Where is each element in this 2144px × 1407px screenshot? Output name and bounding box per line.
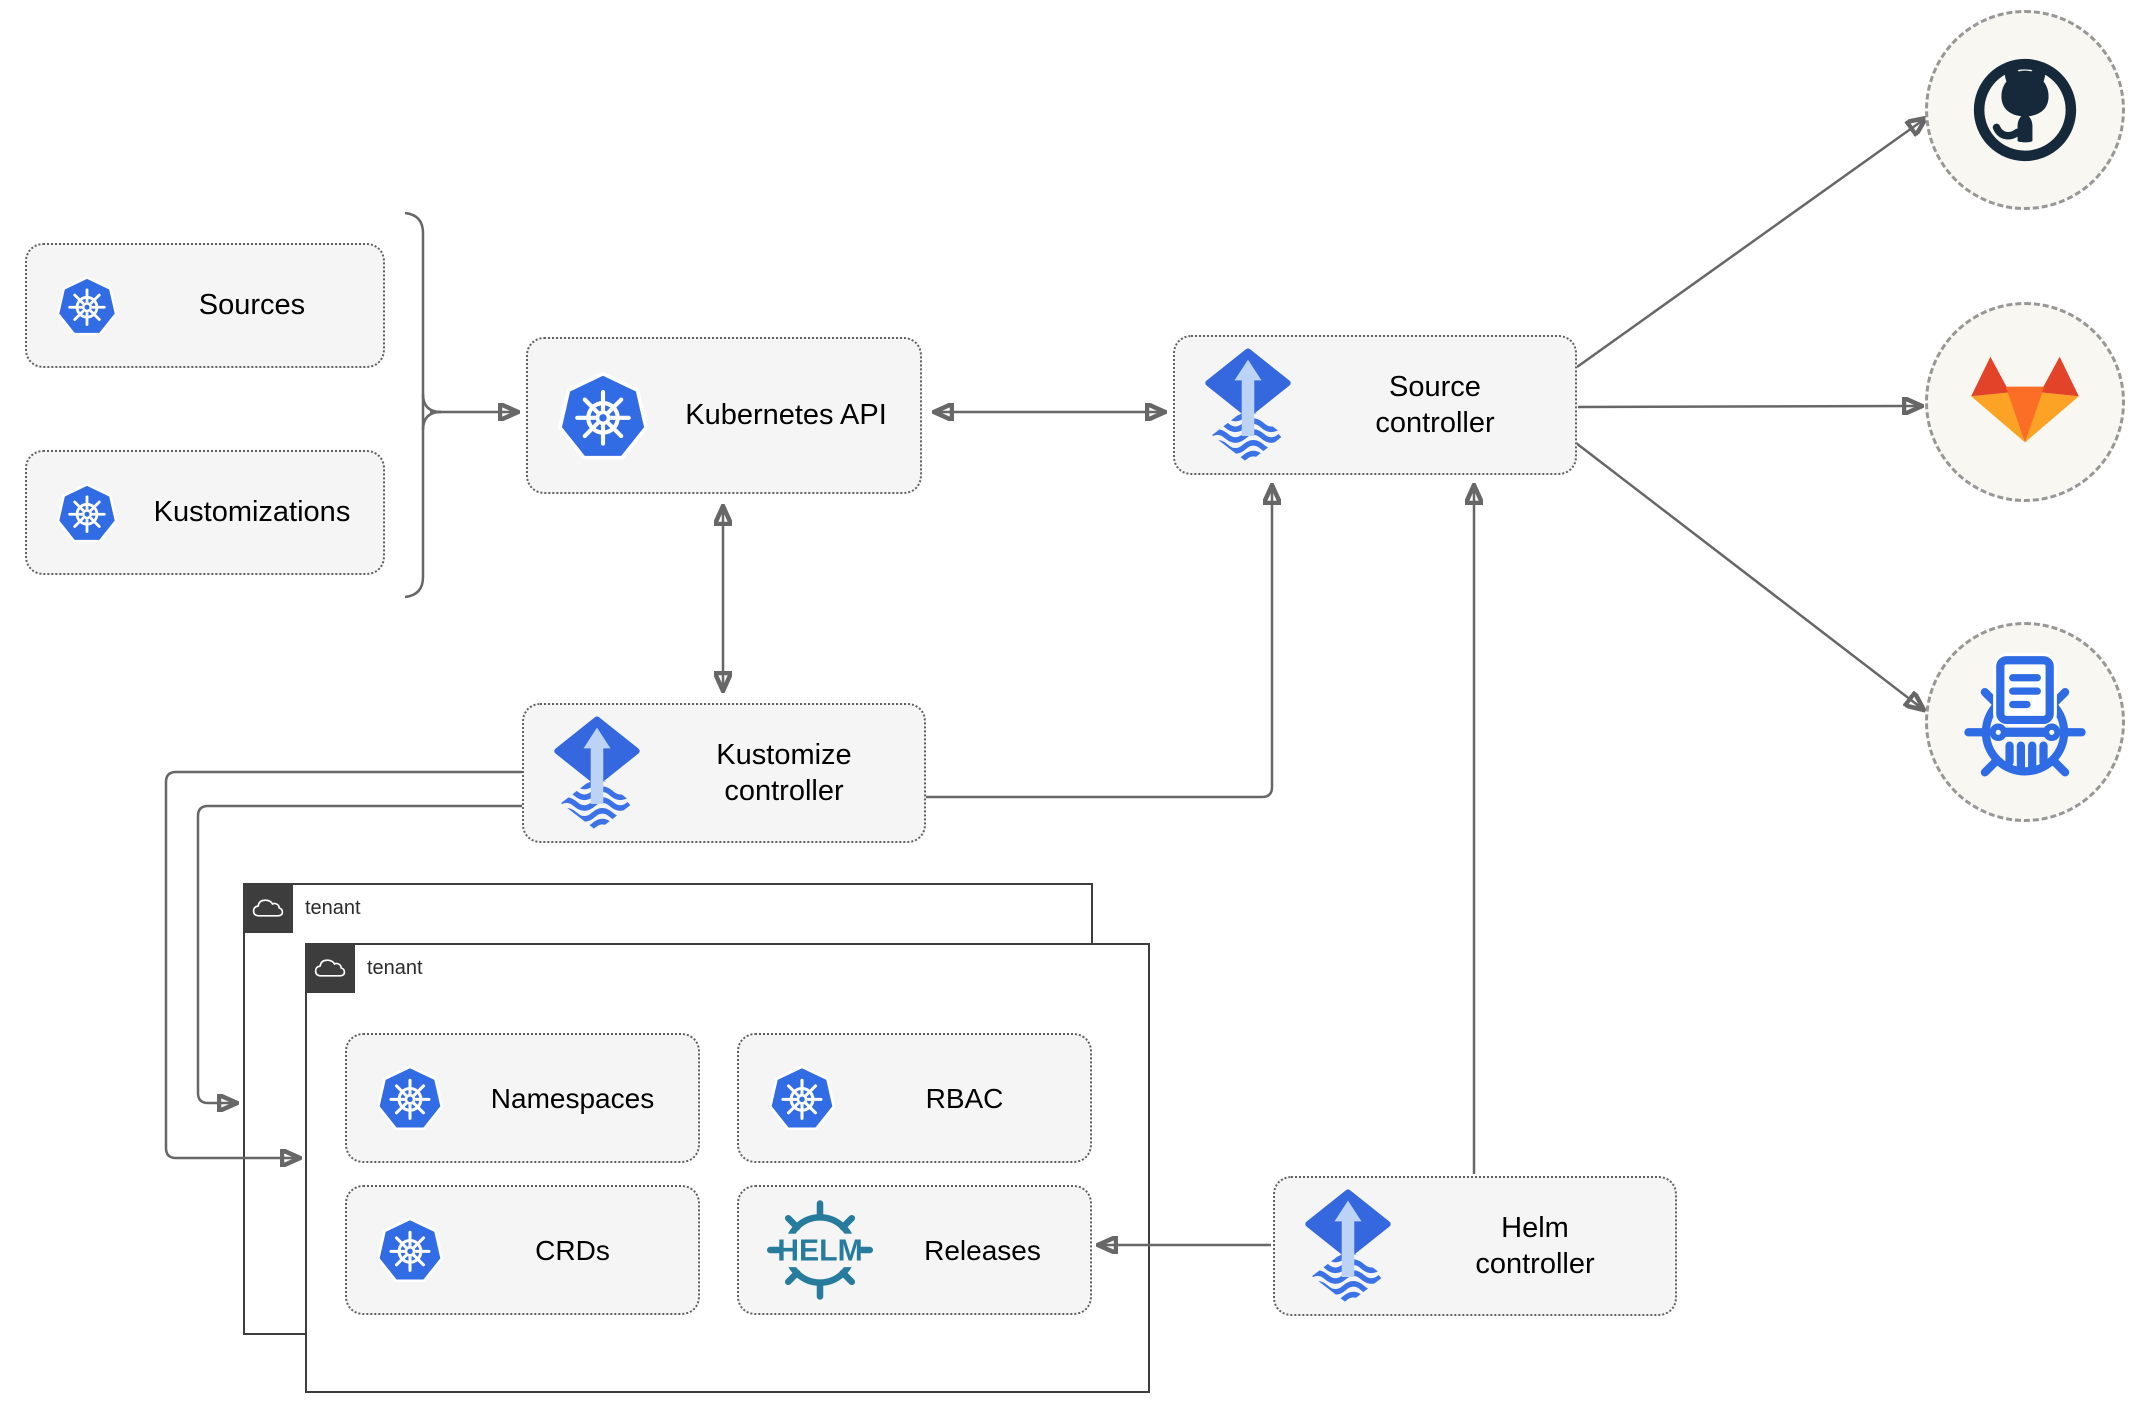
node-label: RBAC — [925, 1082, 1004, 1114]
helm-logo-text: HELM — [777, 1235, 862, 1268]
node-namespaces: Namespaces — [345, 1033, 700, 1163]
kubernetes-icon — [767, 1064, 837, 1132]
kubernetes-icon — [556, 370, 650, 462]
node-label: Source controller — [1375, 370, 1495, 439]
node-kustomizations: Kustomizations — [25, 450, 385, 575]
flux-icon — [1203, 348, 1293, 463]
node-label: Releases — [924, 1234, 1041, 1266]
node-label: Kustomizations — [153, 496, 351, 529]
edge-bracket-fillet-top — [421, 393, 442, 414]
github-node — [1925, 10, 2125, 210]
node-sources: Sources — [25, 243, 385, 368]
kubernetes-icon — [55, 482, 119, 544]
chart-repository-node — [1925, 622, 2125, 822]
node-label: CRDs — [535, 1234, 610, 1266]
flux-icon — [1303, 1189, 1393, 1304]
tenant-label: tenant — [367, 956, 423, 979]
edge-kustomize-to-source-controller — [926, 485, 1272, 799]
edge-group-bracket — [404, 211, 425, 599]
node-label: Sources — [198, 289, 306, 322]
node-rbac: RBAC — [737, 1033, 1092, 1163]
tenant-box-front: tenant — [305, 943, 1150, 1393]
helm-logo: HELM — [767, 1200, 873, 1300]
kubernetes-icon — [55, 275, 119, 337]
tenant-tag — [243, 883, 293, 933]
github-icon — [1973, 58, 2077, 162]
node-releases: HELM Releases — [737, 1185, 1092, 1315]
flux-icon — [552, 716, 642, 831]
node-helm-controller: Helm controller — [1273, 1176, 1677, 1316]
gitlab-node — [1925, 302, 2125, 502]
edge-source-to-github — [1576, 118, 1926, 369]
kubernetes-icon — [375, 1064, 445, 1132]
tenant-tag — [305, 943, 355, 993]
node-label: Namespaces — [490, 1082, 655, 1114]
edge-kustomize-to-tenant-front — [164, 770, 522, 1158]
node-label: Kubernetes API — [685, 399, 887, 432]
tenant-label: tenant — [305, 896, 361, 919]
node-label: Kustomize controller — [716, 738, 852, 807]
node-label: Helm controller — [1475, 1211, 1595, 1280]
node-kubernetes-api: Kubernetes API — [526, 337, 922, 494]
gitlab-icon — [1971, 356, 2079, 443]
chart-repository-icon — [1964, 653, 2086, 777]
node-crds: CRDs — [345, 1185, 700, 1315]
edge-bracket-fillet-bottom — [421, 410, 442, 431]
edge-source-to-chart-repository — [1575, 442, 1924, 710]
node-source-controller: Source controller — [1173, 335, 1577, 475]
node-kustomize-controller: Kustomize controller — [522, 703, 926, 843]
kubernetes-icon — [375, 1216, 445, 1284]
edge-source-to-gitlab — [1577, 406, 1922, 407]
edge-kustomize-to-tenant-back — [196, 804, 522, 1103]
